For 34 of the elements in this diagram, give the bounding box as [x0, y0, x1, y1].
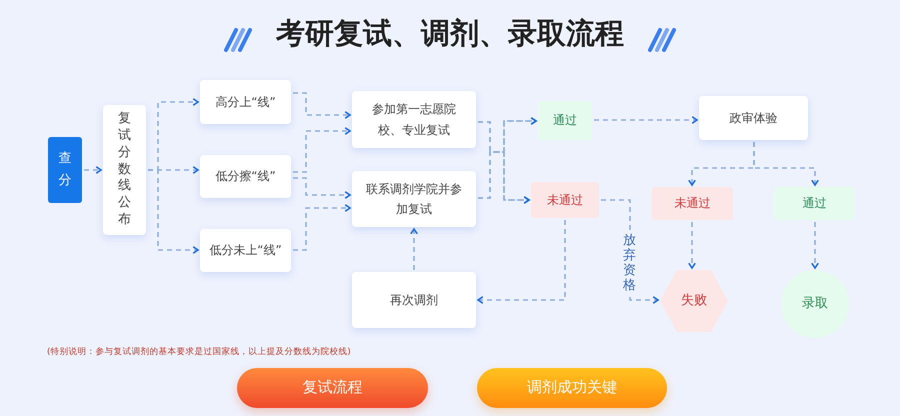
- action-button: 调剂成功关键: [477, 368, 667, 408]
- arrow: [293, 92, 351, 119]
- arrow: [688, 222, 696, 269]
- arrow: [293, 177, 351, 199]
- process-box: 参加第一志愿院校、专业复试: [352, 91, 476, 148]
- arrow: [478, 121, 530, 204]
- process-box: 复试分数线公布: [103, 105, 146, 235]
- arrow: [594, 116, 698, 124]
- arrow: [753, 142, 819, 186]
- title: 考研复试、调剂、录取流程: [274, 15, 625, 52]
- action-button: 复试流程: [237, 368, 428, 408]
- process-box: 联系调剂学院并参加复试: [352, 171, 476, 227]
- arrow: [478, 151, 530, 204]
- note-text: (特别说明：参与复试调剂的基本要求是过国家线，以上提及分数线为院校线): [47, 346, 351, 358]
- result-box: 通过: [774, 187, 855, 220]
- arrow: [477, 220, 566, 304]
- arrow: [410, 228, 418, 270]
- process-box: 低分未上“线”: [200, 229, 291, 272]
- result-box: 通过: [538, 101, 592, 140]
- process-box: 再次调剂: [352, 272, 476, 328]
- arrow: [148, 169, 199, 254]
- arrow: [293, 127, 351, 173]
- fail-hexagon: 失败: [660, 270, 728, 332]
- arrow: [84, 166, 102, 174]
- start-box: 查分: [48, 137, 82, 203]
- process-box: 政审体验: [699, 96, 808, 140]
- result-box: 未通过: [652, 187, 733, 220]
- process-box: 高分上“线”: [200, 80, 291, 124]
- process-box: 低分擦“线”: [200, 155, 291, 198]
- admit-circle: 录取: [781, 270, 849, 338]
- arrow: [293, 204, 351, 251]
- arrow: [811, 222, 819, 269]
- result-box: 未通过: [531, 182, 599, 218]
- edge-label: 放弃资格: [623, 232, 637, 296]
